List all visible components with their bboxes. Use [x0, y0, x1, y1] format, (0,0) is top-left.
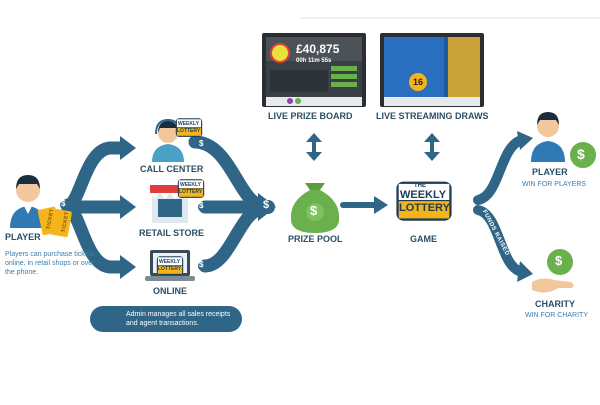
charity-sub: WIN FOR CHARITY [525, 312, 588, 319]
flow-player-to-call [61, 141, 132, 212]
arrowhead-player-out [517, 131, 533, 150]
arrowhead-online [120, 255, 136, 279]
arrowhead-charity [517, 261, 533, 282]
player-description: Players can purchase tickets online, in … [5, 251, 95, 276]
label-online: ONLINE [153, 286, 188, 296]
charity-hand-coin-icon [532, 249, 574, 293]
arrowhead-retail [120, 195, 136, 219]
dollar-symbol-coin-player: $ [577, 146, 585, 162]
label-charity: CHARITY [535, 299, 575, 309]
dollar-symbol-call: $ [199, 139, 204, 148]
prize-board-timer: 00h 11m 55s [296, 58, 332, 64]
prize-board-amount: £40,875 [296, 42, 340, 56]
flow-online-to-pool [198, 202, 269, 273]
flow-game-to-charity [473, 205, 527, 277]
dollar-symbol-pool-inflow: $ [263, 199, 270, 211]
prize-pool-money-bag-icon [290, 183, 340, 233]
label-live-prize-board: LIVE PRIZE BOARD [268, 111, 353, 121]
label-game: GAME [410, 234, 437, 244]
label-retail-store: RETAIL STORE [139, 228, 205, 238]
double-arrow-streaming [424, 133, 440, 161]
live-prize-board-screen [262, 33, 366, 107]
ticket-icon [37, 206, 72, 238]
logo-retail-weekly: WEEKLY [180, 182, 201, 188]
retail-store-icon [150, 185, 190, 223]
logo-game-the: THE [414, 183, 426, 189]
arrow-heads [120, 131, 533, 282]
label-player-right: PLAYER [532, 167, 568, 177]
player-avatar-icon [10, 175, 46, 228]
arrowhead-call [120, 136, 136, 160]
label-prize-pool: PRIZE POOL [288, 234, 343, 244]
dollar-symbol-online: $ [199, 260, 204, 269]
streaming-ball-number: 16 [412, 77, 423, 87]
logo-game-lottery: LOTTERY [399, 202, 450, 214]
label-live-streaming-draws: LIVE STREAMING DRAWS [376, 111, 489, 121]
logo-game-weekly: WEEKLY [400, 189, 447, 201]
dollar-markers [60, 140, 275, 271]
dollar-symbol-player: $ [61, 199, 66, 208]
dollar-symbol-bag: $ [310, 203, 318, 218]
label-player-left: PLAYER [5, 232, 41, 242]
admin-note-text: Admin manages all sales receipts and age… [126, 311, 231, 327]
logo-call-lottery: LOTTERY [177, 128, 201, 134]
player-winner-icon [531, 112, 565, 162]
arrowhead-game [374, 196, 388, 214]
logo-retail-lottery: LOTTERY [179, 189, 203, 195]
flow-call-to-pool [188, 135, 269, 212]
flow-game-to-player [473, 135, 527, 205]
live-streaming-draws-screen [380, 33, 484, 107]
dollar-symbol-coin-charity: $ [555, 253, 563, 268]
label-call-center: CALL CENTER [140, 164, 204, 174]
player-right-sub: WIN FOR PLAYERS [522, 181, 587, 188]
logo-online-weekly: WEEKLY [159, 259, 180, 265]
double-arrow-prize-board [306, 133, 322, 161]
coin-dollar-icon-player [568, 140, 598, 170]
call-center-agent-icon [152, 118, 184, 162]
flow-player-to-online [61, 202, 132, 274]
logo-online-lottery: LOTTERY [158, 266, 182, 272]
logo-call-weekly: WEEKLY [178, 121, 199, 127]
dollar-symbol-retail: $ [199, 201, 204, 210]
admin-note-box: Admin manages all sales receipts and age… [90, 306, 242, 332]
